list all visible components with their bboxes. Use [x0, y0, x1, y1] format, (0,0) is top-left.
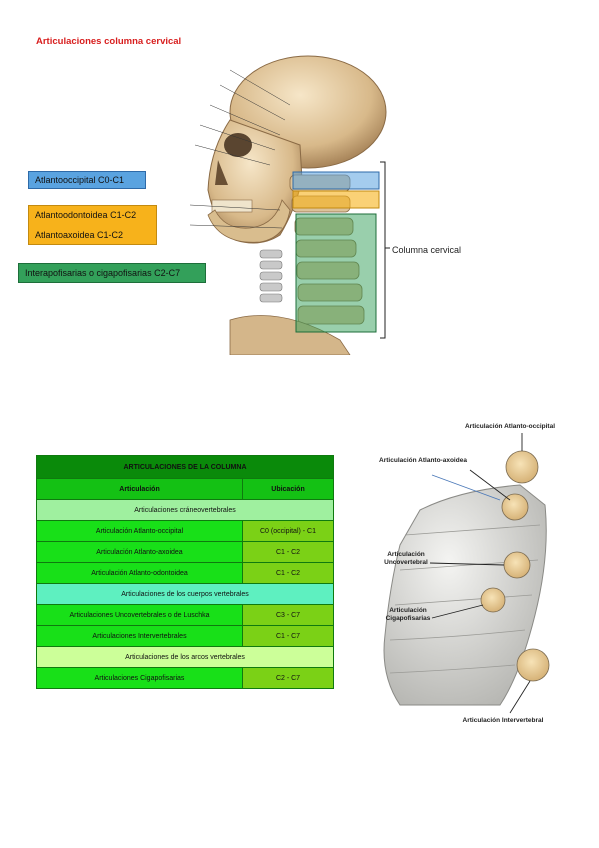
nasal-shape	[215, 160, 228, 185]
columna-cervical-label: Columna cervical	[392, 245, 462, 255]
cell-name: Articulación Atlanto-axoidea	[36, 541, 243, 563]
header-ubicacion: Ubicación	[242, 478, 334, 500]
cell-location: C1 - C7	[242, 625, 334, 647]
annotation-uncovertebral: Articulación Uncovertebral	[384, 551, 428, 566]
cell-location: C2 - C7	[242, 667, 334, 689]
table-header-row: Articulación Ubicación	[36, 478, 334, 500]
cell-name: Articulaciones Cigapofisarias	[36, 667, 243, 689]
joint-uncovertebral	[503, 551, 531, 579]
section-row: Articulaciones de los arcos vertebrales	[36, 646, 334, 668]
table-row: Articulación Atlanto-odontoidea C1 - C2	[36, 562, 334, 584]
table-row: Articulaciones Uncovertebrales o de Lusc…	[36, 604, 334, 626]
orbit-shape	[224, 133, 252, 157]
overlay-c0-c1	[292, 171, 380, 190]
table-title-row: ARTICULACIONES DE LA COLUMNA	[36, 455, 334, 479]
joint-cigapofisarias	[480, 587, 506, 613]
spine-joints-illustration	[383, 433, 550, 714]
table-row: Articulación Atlanto-axoidea C1 - C2	[36, 541, 334, 563]
annotation-cigapofisarias: Articulación Cigapofisarias	[385, 607, 431, 622]
joint-atlanto-axoidea	[501, 493, 529, 521]
annotation-intervertebral: Articulación Intervertebral	[462, 717, 544, 724]
cell-location: C1 - C2	[242, 562, 334, 584]
articulaciones-table: ARTICULACIONES DE LA COLUMNA Articulació…	[36, 455, 334, 689]
overlay-c1-c2	[292, 190, 380, 209]
section-cuerpos: Articulaciones de los cuerpos vertebrale…	[36, 583, 334, 605]
joint-atlanto-occipital	[505, 450, 539, 484]
skull-cervical-illustration	[190, 55, 390, 355]
cell-name: Articulaciones Intervertebrales	[36, 625, 243, 647]
table-row: Articulación Atlanto-occipital C0 (occip…	[36, 520, 334, 542]
section-arcos: Articulaciones de los arcos vertebrales	[36, 646, 334, 668]
label-interapofisarias: Interapofisarias o cigapofisarias C2-C7	[18, 263, 206, 283]
table-row: Articulaciones Cigapofisarias C2 - C7	[36, 667, 334, 689]
annotation-atlanto-axoidea: Articulación Atlanto-axoidea	[379, 457, 467, 464]
section-row: Articulaciones cráneovertebrales	[36, 499, 334, 521]
label-atlantooccipital: Atlantooccipital C0-C1	[28, 171, 146, 189]
cell-location: C3 - C7	[242, 604, 334, 626]
table-row: Articulaciones Intervertebrales C1 - C7	[36, 625, 334, 647]
cell-name: Articulación Atlanto-occipital	[36, 520, 243, 542]
cell-location: C0 (occipital) - C1	[242, 520, 334, 542]
cervical-bracket	[380, 161, 390, 339]
cell-name: Articulaciones Uncovertebrales o de Lusc…	[36, 604, 243, 626]
label-atlanto-c1-c2: Atlantoodontoidea C1-C2 Atlantoaxoidea C…	[28, 205, 157, 245]
section-cranio: Articulaciones cráneovertebrales	[36, 499, 334, 521]
header-articulacion: Articulación	[36, 478, 243, 500]
cell-name: Articulación Atlanto-odontoidea	[36, 562, 243, 584]
cell-location: C1 - C2	[242, 541, 334, 563]
page-title: Articulaciones columna cervical	[36, 36, 182, 47]
section-row: Articulaciones de los cuerpos vertebrale…	[36, 583, 334, 605]
joint-intervertebral	[516, 648, 550, 682]
teeth-shape	[211, 199, 253, 213]
annotation-atlanto-occipital: Articulación Atlanto-occipital	[464, 423, 556, 430]
table-title: ARTICULACIONES DE LA COLUMNA	[36, 455, 334, 479]
overlay-c2-c7	[295, 213, 377, 333]
